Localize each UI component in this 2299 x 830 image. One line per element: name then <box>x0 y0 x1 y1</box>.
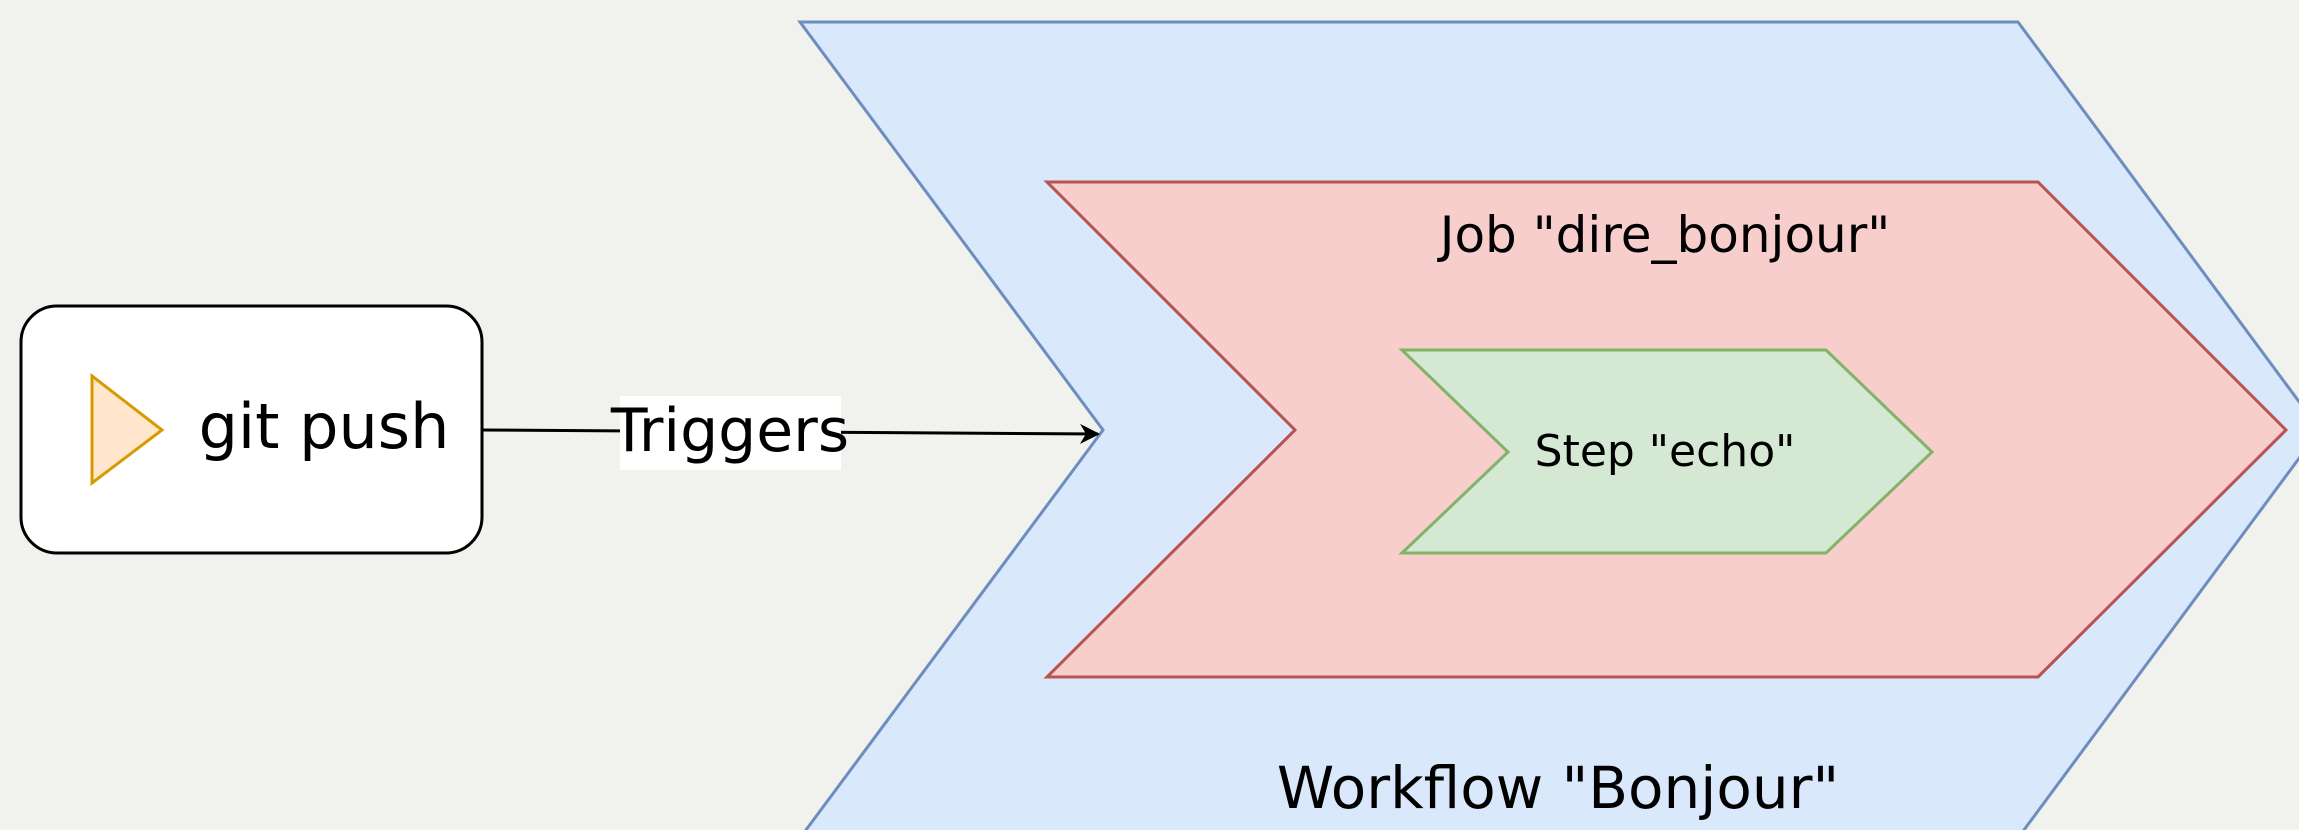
step-label: Step "echo" <box>1535 426 1796 477</box>
step-shape[interactable]: Step "echo" <box>1398 348 1935 555</box>
trigger-node[interactable]: git push <box>19 304 484 555</box>
job-label: Job "dire_bonjour" <box>1437 206 1891 264</box>
trigger-box <box>19 304 484 555</box>
edge-label-background <box>620 396 841 470</box>
workflow-label: Workflow "Bonjour" <box>1277 754 1839 822</box>
play-triangle-icon <box>90 372 165 487</box>
trigger-label: git push <box>199 390 450 463</box>
trigger-edge[interactable]: Triggers <box>481 396 1100 470</box>
edge-label: Triggers <box>610 396 849 466</box>
step-chevron <box>1398 348 1935 555</box>
